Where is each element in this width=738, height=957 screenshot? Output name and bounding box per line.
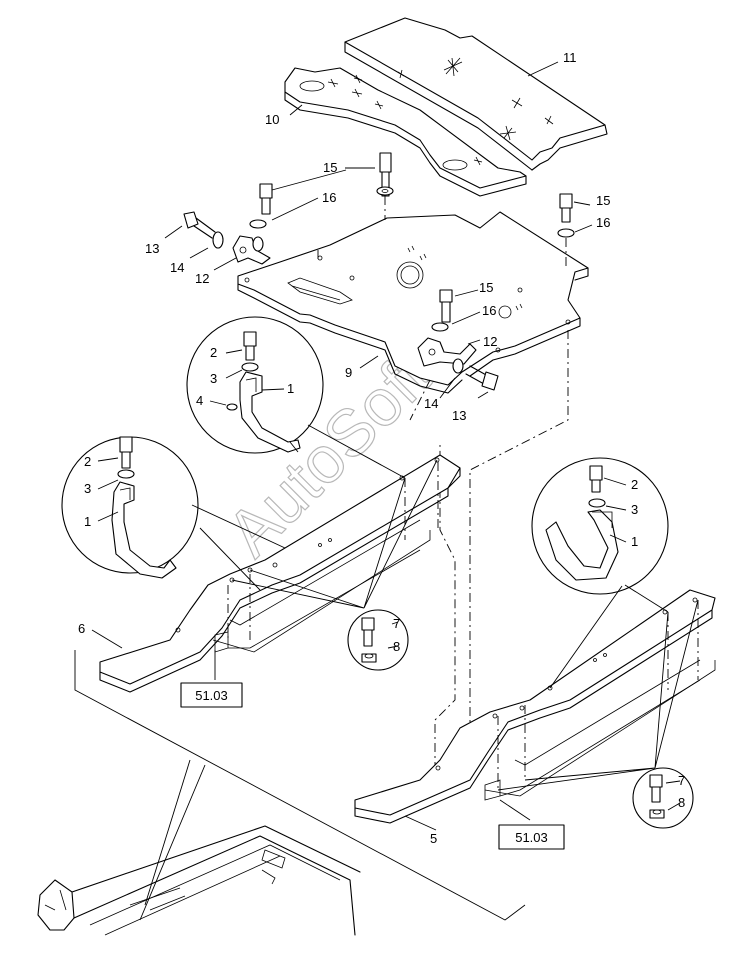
callout-14: 14 xyxy=(170,260,184,275)
bolt-15-plate xyxy=(431,289,453,332)
bolt-15-top xyxy=(379,152,392,197)
cover-panel-11 xyxy=(344,17,608,171)
callout-1: 1 xyxy=(287,381,294,396)
detail-clamp-upper xyxy=(186,316,324,454)
callout-16: 16 xyxy=(596,215,610,230)
callout-5: 5 xyxy=(430,831,437,846)
callout-13: 13 xyxy=(145,241,159,256)
callout-15: 15 xyxy=(323,160,337,175)
bolt-13-right xyxy=(465,365,499,391)
callout-4: 4 xyxy=(196,393,203,408)
callout-14: 14 xyxy=(424,396,438,411)
callout-7: 7 xyxy=(678,773,685,788)
callout-10: 10 xyxy=(265,112,279,127)
callout-16: 16 xyxy=(482,303,496,318)
callout-11: 11 xyxy=(563,50,577,65)
callout-13: 13 xyxy=(452,408,466,423)
seat-plate-9 xyxy=(237,211,589,394)
bolt-15-left xyxy=(259,183,273,215)
callout-15: 15 xyxy=(596,193,610,208)
assembly-lines xyxy=(317,196,569,790)
detail-bolt-left xyxy=(347,609,409,671)
bracket-12-right xyxy=(417,337,477,374)
detail-bolt-right xyxy=(632,767,694,829)
callout-7: 7 xyxy=(393,616,400,631)
washer-16-left xyxy=(249,219,267,229)
callout-8: 8 xyxy=(393,639,400,654)
callout-15: 15 xyxy=(479,280,493,295)
lower-frame-overview xyxy=(37,825,361,936)
callout-8: 8 xyxy=(678,795,685,810)
ref-box-right: 51.03 xyxy=(498,824,565,850)
leader-lines xyxy=(74,61,699,921)
callout-3: 3 xyxy=(631,502,638,517)
detail-clamp-right xyxy=(531,457,669,595)
callout-2: 2 xyxy=(84,454,91,469)
callout-1: 1 xyxy=(84,514,91,529)
bolt-15-right xyxy=(557,193,575,238)
callout-16: 16 xyxy=(322,190,336,205)
callout-12: 12 xyxy=(483,334,497,349)
bolt-13-left xyxy=(183,211,224,249)
svg-text:51.03: 51.03 xyxy=(515,830,548,845)
bracket-12-left xyxy=(232,235,271,265)
frame-rail-5 xyxy=(354,589,716,824)
callout-labels: 11 10 15 16 15 16 13 14 12 15 16 12 9 14… xyxy=(78,50,685,846)
cover-panel-10 xyxy=(284,67,527,197)
callout-9: 9 xyxy=(345,365,352,380)
frame-rail-6 xyxy=(99,454,461,693)
detail-clamp-left xyxy=(61,436,199,579)
svg-text:51.03: 51.03 xyxy=(195,688,228,703)
callout-6: 6 xyxy=(78,621,85,636)
callout-2: 2 xyxy=(210,345,217,360)
callout-3: 3 xyxy=(84,481,91,496)
callout-3: 3 xyxy=(210,371,217,386)
callout-12: 12 xyxy=(195,271,209,286)
callout-1: 1 xyxy=(631,534,638,549)
callout-2: 2 xyxy=(631,477,638,492)
washer-16-top xyxy=(376,186,394,196)
ref-box-left: 51.03 xyxy=(180,682,243,708)
